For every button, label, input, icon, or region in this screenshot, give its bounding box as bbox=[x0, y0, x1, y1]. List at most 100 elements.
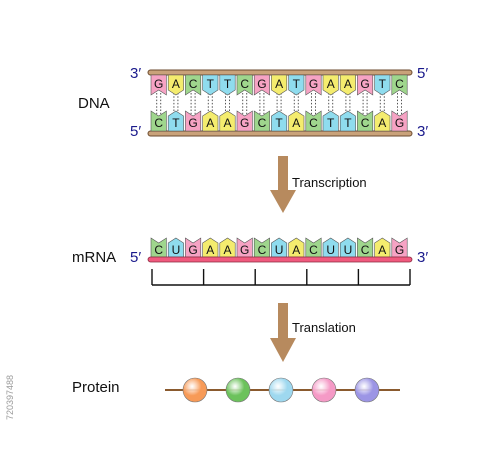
mrna-nucleotide bbox=[322, 237, 339, 258]
dna-bottom-base-letter: T bbox=[172, 116, 180, 130]
mrna-base-letter: G bbox=[188, 243, 197, 257]
dna-top-nucleotide bbox=[185, 74, 202, 96]
mrna-nucleotide bbox=[185, 237, 202, 258]
mrna-base-letter: G bbox=[240, 243, 249, 257]
stock-id-text: 720397488 bbox=[5, 375, 15, 420]
dna-top-base-letter: G bbox=[360, 77, 369, 91]
dna-bottom-base-letter: T bbox=[344, 116, 352, 130]
dna-top-nucleotide bbox=[150, 74, 167, 96]
dna-top-base-letter: C bbox=[395, 77, 404, 91]
dna-top-nucleotide bbox=[357, 74, 374, 96]
dna-top-nucleotide bbox=[219, 74, 236, 96]
dna-bottom-base-letter: G bbox=[395, 116, 404, 130]
dna-bottom-nucleotide bbox=[219, 110, 236, 132]
dna-top-backbone bbox=[147, 69, 413, 76]
transcription-arrow bbox=[270, 156, 296, 213]
dna-bottom-right-end: 3′ bbox=[417, 123, 428, 140]
amino-acid-bead bbox=[182, 377, 208, 403]
dna-top-nucleotide bbox=[271, 74, 288, 96]
dna-top-base-letter: G bbox=[257, 77, 266, 91]
dna-bottom-base-letter: G bbox=[240, 116, 249, 130]
dna-label: DNA bbox=[78, 95, 110, 112]
dna-top-nucleotide bbox=[322, 74, 339, 96]
protein-label: Protein bbox=[72, 379, 120, 396]
mrna-nucleotide bbox=[150, 237, 167, 258]
dna-bottom-base-letter: C bbox=[154, 116, 163, 130]
mrna-nucleotide bbox=[339, 237, 356, 258]
dna-bottom-backbone bbox=[147, 130, 413, 137]
mrna-base-letter: A bbox=[206, 243, 214, 257]
mrna-base-letter: C bbox=[361, 243, 370, 257]
mrna-nucleotide bbox=[305, 237, 322, 258]
mrna-nucleotide bbox=[253, 237, 270, 258]
dna-bottom-left-end: 5′ bbox=[130, 123, 141, 140]
dna-top-nucleotide bbox=[202, 74, 219, 96]
transcription-label: Transcription bbox=[292, 175, 367, 190]
dna-top-base-letter: T bbox=[293, 77, 301, 91]
dna-top-base-letter: A bbox=[275, 77, 283, 91]
mrna-nucleotide bbox=[167, 237, 184, 258]
dna-top-base-letter: T bbox=[379, 77, 387, 91]
dna-bottom-base-letter: G bbox=[188, 116, 197, 130]
mrna-nucleotide bbox=[202, 237, 219, 258]
codon-brackets bbox=[151, 269, 411, 286]
mrna-nucleotide bbox=[219, 237, 236, 258]
dna-base-pair-rungs bbox=[156, 93, 402, 114]
amino-acid-bead bbox=[354, 377, 380, 403]
dna-top-base-letter: G bbox=[154, 77, 163, 91]
dna-top-base-letter: T bbox=[207, 77, 215, 91]
dna-top-nucleotide bbox=[288, 74, 305, 96]
dna-bottom-nucleotide bbox=[253, 110, 270, 132]
dna-bottom-nucleotide bbox=[322, 110, 339, 132]
dna-top-right-end: 5′ bbox=[417, 65, 428, 82]
mrna-base-letter: U bbox=[172, 243, 181, 257]
dna-top-nucleotide bbox=[374, 74, 391, 96]
mrna-label: mRNA bbox=[72, 249, 116, 266]
dna-bottom-base-letter: A bbox=[292, 116, 300, 130]
dna-bottom-nucleotide bbox=[236, 110, 253, 132]
dna-top-base-letter: C bbox=[189, 77, 198, 91]
dna-bottom-base-letter: C bbox=[258, 116, 267, 130]
dna-bottom-nucleotide bbox=[374, 110, 391, 132]
dna-bottom-base-letter: C bbox=[309, 116, 318, 130]
mrna-nucleotide bbox=[271, 237, 288, 258]
mrna-base-letter: U bbox=[275, 243, 284, 257]
mrna-base-letter: G bbox=[395, 243, 404, 257]
mrna-base-letter: U bbox=[326, 243, 335, 257]
dna-bottom-nucleotide bbox=[271, 110, 288, 132]
mrna-nucleotide bbox=[357, 237, 374, 258]
dna-bottom-base-letter: A bbox=[378, 116, 386, 130]
dna-top-nucleotide bbox=[339, 74, 356, 96]
dna-bottom-base-letter: T bbox=[327, 116, 335, 130]
dna-top-base-letter: T bbox=[224, 77, 232, 91]
amino-acid-bead bbox=[311, 377, 337, 403]
translation-arrow bbox=[270, 303, 296, 362]
mrna-base-letter: U bbox=[344, 243, 353, 257]
mrna-nucleotide bbox=[391, 237, 408, 258]
mrna-base-letter: A bbox=[378, 243, 386, 257]
mrna-base-letter: C bbox=[258, 243, 267, 257]
dna-top-base-letter: A bbox=[327, 77, 335, 91]
dna-top-left-end: 3′ bbox=[130, 65, 141, 82]
mrna-base-letter: A bbox=[223, 243, 231, 257]
dna-top-nucleotide bbox=[391, 74, 408, 96]
translation-label: Translation bbox=[292, 320, 356, 335]
dna-top-base-letter: A bbox=[172, 77, 180, 91]
mrna-right-end: 3′ bbox=[417, 249, 428, 266]
mrna-base-letter: A bbox=[292, 243, 300, 257]
dna-bottom-base-letter: A bbox=[206, 116, 214, 130]
mrna-base-letter: C bbox=[154, 243, 163, 257]
dna-bottom-nucleotide bbox=[288, 110, 305, 132]
dna-bottom-nucleotide bbox=[150, 110, 167, 132]
dna-top-base-letter: A bbox=[344, 77, 352, 91]
mrna-nucleotide bbox=[374, 237, 391, 258]
amino-acid-bead bbox=[268, 377, 294, 403]
dna-bottom-nucleotide bbox=[339, 110, 356, 132]
dna-bottom-base-letter: T bbox=[275, 116, 283, 130]
dna-bottom-nucleotide bbox=[185, 110, 202, 132]
dna-top-nucleotide bbox=[253, 74, 270, 96]
